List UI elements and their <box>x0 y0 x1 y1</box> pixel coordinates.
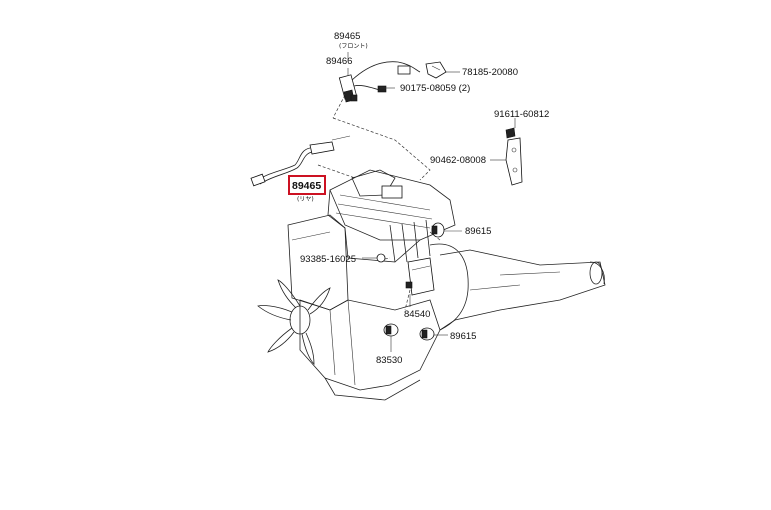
callout-89465-front-note: (フロント) <box>339 43 368 50</box>
callout-89615-upper: 89615 <box>465 226 491 237</box>
front-oxygen-sensor-drawing <box>338 61 421 103</box>
cooling-fan-drawing <box>257 279 331 365</box>
bracket-drawing <box>505 127 523 186</box>
callout-93385-16025: 93385-16025 <box>300 254 356 265</box>
callout-89466: 89466 <box>326 56 352 67</box>
sensor-lower-drawing <box>419 327 435 341</box>
callout-89465-rear-highlighted[interactable]: 89465 <box>292 180 321 192</box>
highlight-box <box>288 175 326 195</box>
callout-89465-rear-note: (リヤ) <box>297 196 314 203</box>
callout-78185-20080: 78185-20080 <box>462 67 518 78</box>
sensor-upper-drawing <box>431 222 445 238</box>
callout-89465-front: 89465 <box>334 31 360 42</box>
callout-90175-08059: 90175-08059 (2) <box>400 83 470 94</box>
sender-drawing <box>383 323 399 337</box>
callout-91611-60812: 91611-60812 <box>494 109 549 120</box>
callout-83530: 83530 <box>376 355 402 366</box>
rear-oxygen-sensor-drawing <box>250 135 351 187</box>
switch-drawing <box>405 257 435 296</box>
callout-84540: 84540 <box>404 309 430 320</box>
leader-lines <box>347 52 516 352</box>
clamp-drawing <box>425 61 447 79</box>
callout-89615-lower: 89615 <box>450 331 476 342</box>
engine-assembly-drawing <box>257 94 606 401</box>
callout-90462-08008: 90462-08008 <box>430 155 486 166</box>
plug-drawing <box>376 253 386 263</box>
